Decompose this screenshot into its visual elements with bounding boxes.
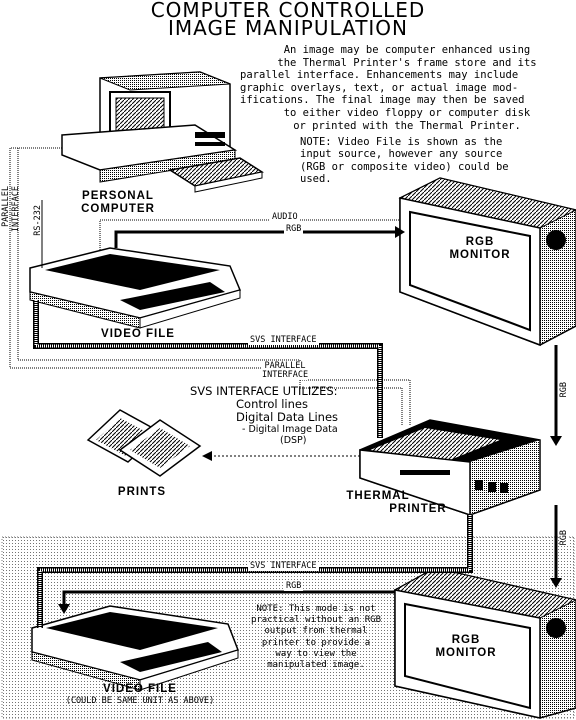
thermal-printer-graphic (359, 419, 541, 517)
svs-utilizes-item: Control lines (236, 397, 308, 411)
note-line: (RGB or composite video) could be (300, 160, 509, 173)
svs-interface-utilizes: SVS INTERFACE UTILIZES: Control lines Di… (190, 384, 339, 447)
note-rgb-output: NOTE: This mode is not practical without… (236, 604, 396, 671)
note-line: input source, however any source (300, 148, 503, 161)
rgb-monitor-bottom-label-line1: RGB (451, 634, 481, 646)
audio-signal-label: AUDIO (270, 212, 300, 222)
video-file-bottom-graphic (31, 605, 239, 691)
note-video-file: NOTE: Video File is shown as the input s… (300, 136, 570, 186)
intro-line: the Thermal Printer's frame store and it… (277, 56, 537, 69)
svs-utilizes-item: - Digital Image Data (242, 424, 338, 435)
intro-line: or printed with the Thermal Printer. (293, 119, 521, 132)
intro-line: ifications. The final image may then be … (240, 94, 525, 107)
note-line: NOTE: This mode is not (256, 604, 376, 614)
rgb-bottom-label: RGB (284, 581, 304, 591)
parallel-interface-left-label-line2: INTERFACE (11, 186, 21, 233)
intro-line: parallel interface. Enhancements may inc… (240, 69, 519, 82)
rgb-vertical-label-2: RGB (559, 530, 569, 546)
note-line: way to view the (275, 648, 357, 659)
rgb-signal-label: RGB (284, 224, 304, 234)
video-file-bottom-label: VIDEO FILE (103, 683, 177, 695)
note-line: printer to provide a (261, 637, 371, 648)
personal-computer-label-line1: PERSONAL (82, 190, 154, 202)
rgb-monitor-top-label: RGB MONITOR (440, 236, 520, 262)
page-title-line1: COMPUTER CONTROLLED (150, 0, 426, 22)
rgb-monitor-top-graphic (398, 177, 576, 347)
video-file-top-label: VIDEO FILE (101, 328, 175, 340)
personal-computer-label: PERSONAL COMPUTER (58, 190, 178, 216)
rgb-monitor-bottom-label: RGB MONITOR (426, 634, 506, 660)
intro-paragraph: An image may be computer enhanced using … (240, 44, 574, 132)
note-line: NOTE: Video File is shown as the (300, 136, 503, 148)
rs232-label: RS-232 (33, 205, 43, 236)
intro-line: to either video floppy or computer disk (283, 106, 531, 119)
intro-line: graphic overlays, text, or actual image … (240, 81, 519, 94)
svs-interface-top-label: SVS INTERFACE (248, 335, 319, 345)
rgb-monitor-top-label-line1: RGB (465, 236, 495, 248)
video-file-bottom-note: (COULD BE SAME UNIT AS ABOVE) (65, 696, 215, 706)
svs-utilizes-item: (DSP) (280, 435, 307, 446)
parallel-interface-left-label-line1: PARALLEL (1, 186, 11, 227)
svs-interface-bottom-label: SVS INTERFACE (248, 561, 319, 571)
svs-utilizes-heading: SVS INTERFACE UTILIZES: (190, 384, 338, 398)
note-line: used. (300, 173, 332, 186)
intro-line: An image may be computer enhanced using (283, 44, 531, 56)
rgb-monitor-bottom-graphic (393, 567, 576, 719)
personal-computer-graphic (61, 71, 264, 193)
prints-label: PRINTS (117, 486, 167, 498)
note-line: output from thermal (264, 626, 368, 637)
note-line: practical without an RGB (250, 615, 382, 626)
prints-graphic (86, 409, 202, 477)
rgb-vertical-label-1: RGB (559, 382, 569, 398)
rgb-monitor-top-label-line2: MONITOR (449, 249, 511, 261)
thermal-printer-label-line2: PRINTER (389, 503, 447, 515)
rgb-monitor-bottom-label-line2: MONITOR (435, 647, 497, 659)
thermal-printer-label-line1: THERMAL (346, 490, 410, 502)
personal-computer-label-line2: COMPUTER (81, 203, 155, 215)
video-file-top-graphic (29, 247, 242, 329)
note-line: manipulated image. (267, 660, 365, 671)
page-title-line2: IMAGE MANIPULATION (167, 16, 409, 40)
svs-utilizes-item: Digital Data Lines (236, 410, 339, 424)
parallel-interface-mid-label: PARALLEL INTERFACE (262, 361, 309, 380)
parallel-interface-mid-label-line2: INTERFACE (262, 370, 309, 380)
parallel-interface-mid-label-line1: PARALLEL (264, 361, 306, 371)
